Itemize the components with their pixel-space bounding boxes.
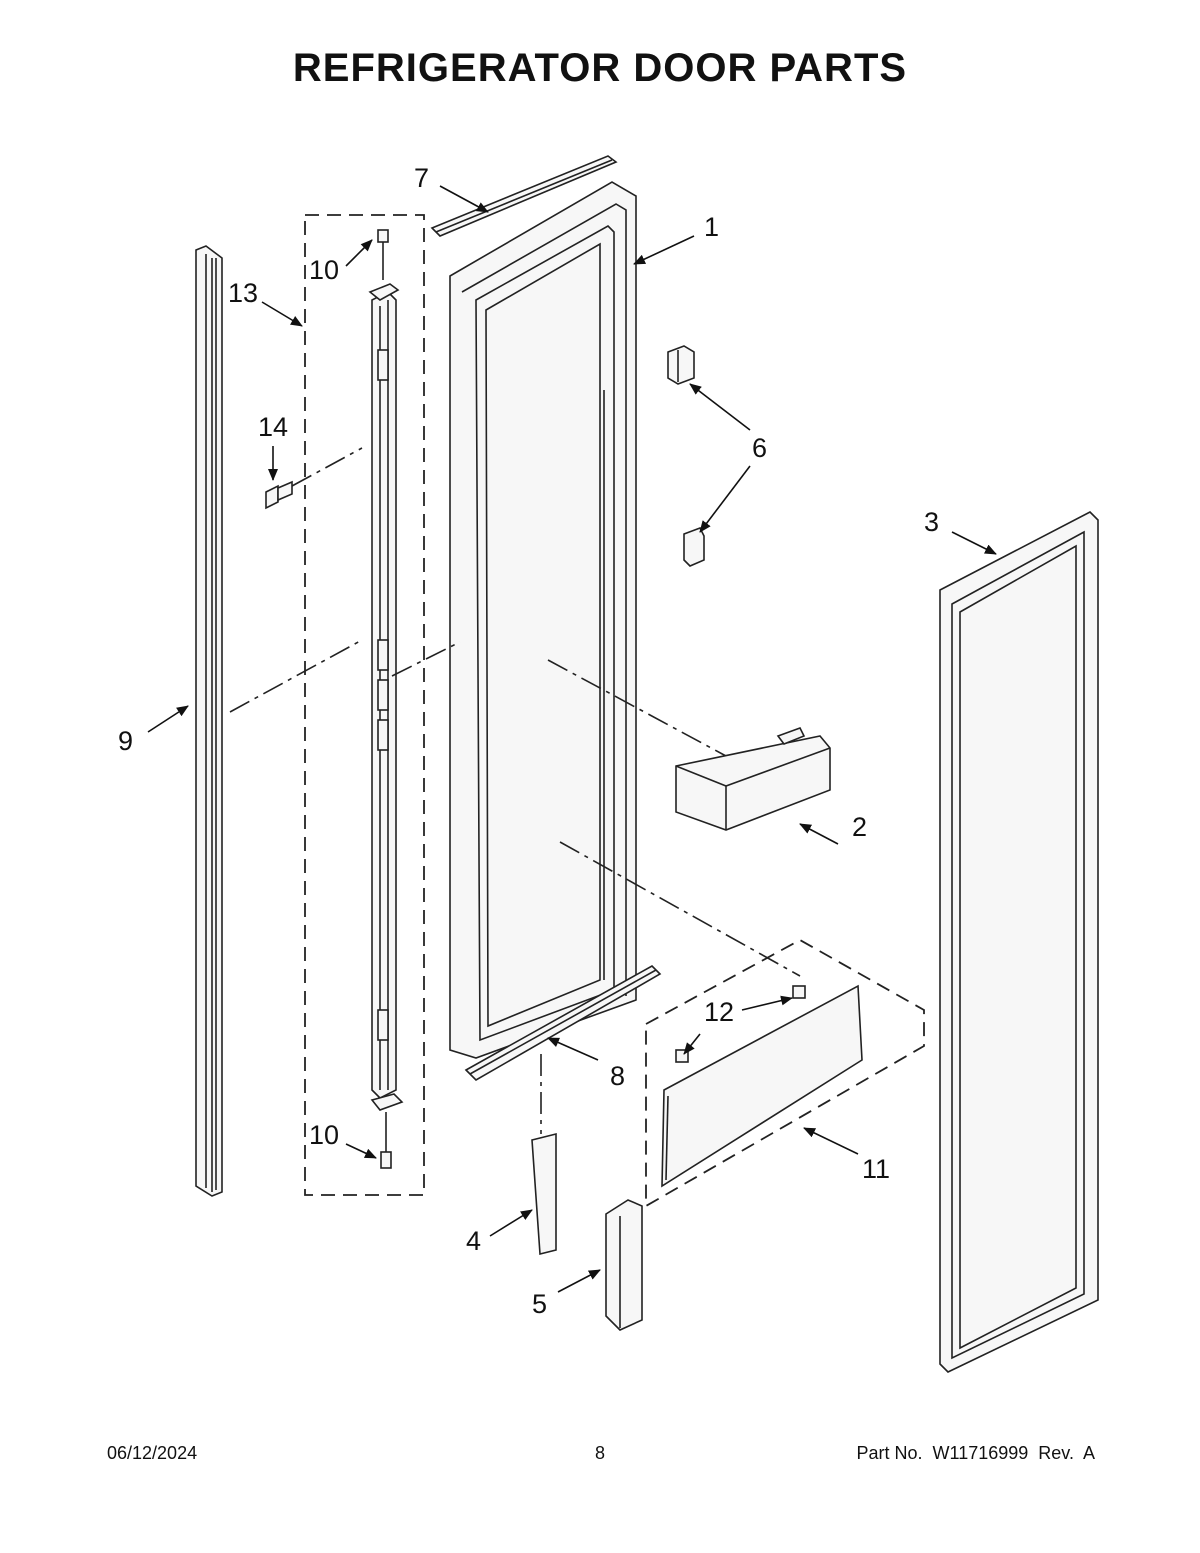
part-11-group-box xyxy=(645,938,925,1208)
part-4-bracket xyxy=(531,1132,557,1256)
callout-13: 13 xyxy=(228,278,258,308)
footer-part-number: Part No. W11716999 Rev. A xyxy=(856,1443,1095,1463)
hinge-assembly-group-box xyxy=(304,214,425,1196)
part-2-door-bin xyxy=(675,727,831,831)
part-13-hinge-bar xyxy=(368,283,404,1111)
callout-10-bottom: 10 xyxy=(309,1120,339,1150)
callout-6: 6 xyxy=(752,433,767,463)
part-10-screw-bottom xyxy=(380,1112,392,1169)
part-6-hinge-bottom xyxy=(683,526,705,567)
page-title: REFRIGERATOR DOOR PARTS xyxy=(292,46,908,90)
callout-1: 1 xyxy=(704,212,719,242)
part-6-hinge-top xyxy=(667,345,695,385)
part-5-channel xyxy=(605,1199,643,1331)
part-3-outer-door-panel xyxy=(939,511,1099,1373)
part-7-top-trim xyxy=(430,155,618,237)
footer-date: 06/12/2024 xyxy=(107,1443,198,1463)
part-8-bottom-trim xyxy=(464,965,662,1081)
callout-2: 2 xyxy=(852,812,867,842)
callout-12: 12 xyxy=(704,997,734,1027)
callout-5: 5 xyxy=(532,1289,547,1319)
callout-7: 7 xyxy=(414,163,429,193)
callout-9: 9 xyxy=(118,726,133,756)
footer-page-number: 8 xyxy=(594,1443,605,1463)
part-10-screw-top xyxy=(377,229,389,280)
callout-14: 14 xyxy=(258,412,288,442)
part-14-screw xyxy=(265,480,293,510)
callout-4: 4 xyxy=(466,1226,481,1256)
callout-3: 3 xyxy=(924,507,939,537)
part-11-crisper-panel xyxy=(661,984,863,1188)
part-1-door-frame xyxy=(449,181,637,1059)
part-9-gasket-strip xyxy=(195,245,223,1197)
callout-8: 8 xyxy=(610,1061,625,1091)
callout-10-top: 10 xyxy=(309,255,339,285)
callout-11: 11 xyxy=(862,1154,890,1184)
